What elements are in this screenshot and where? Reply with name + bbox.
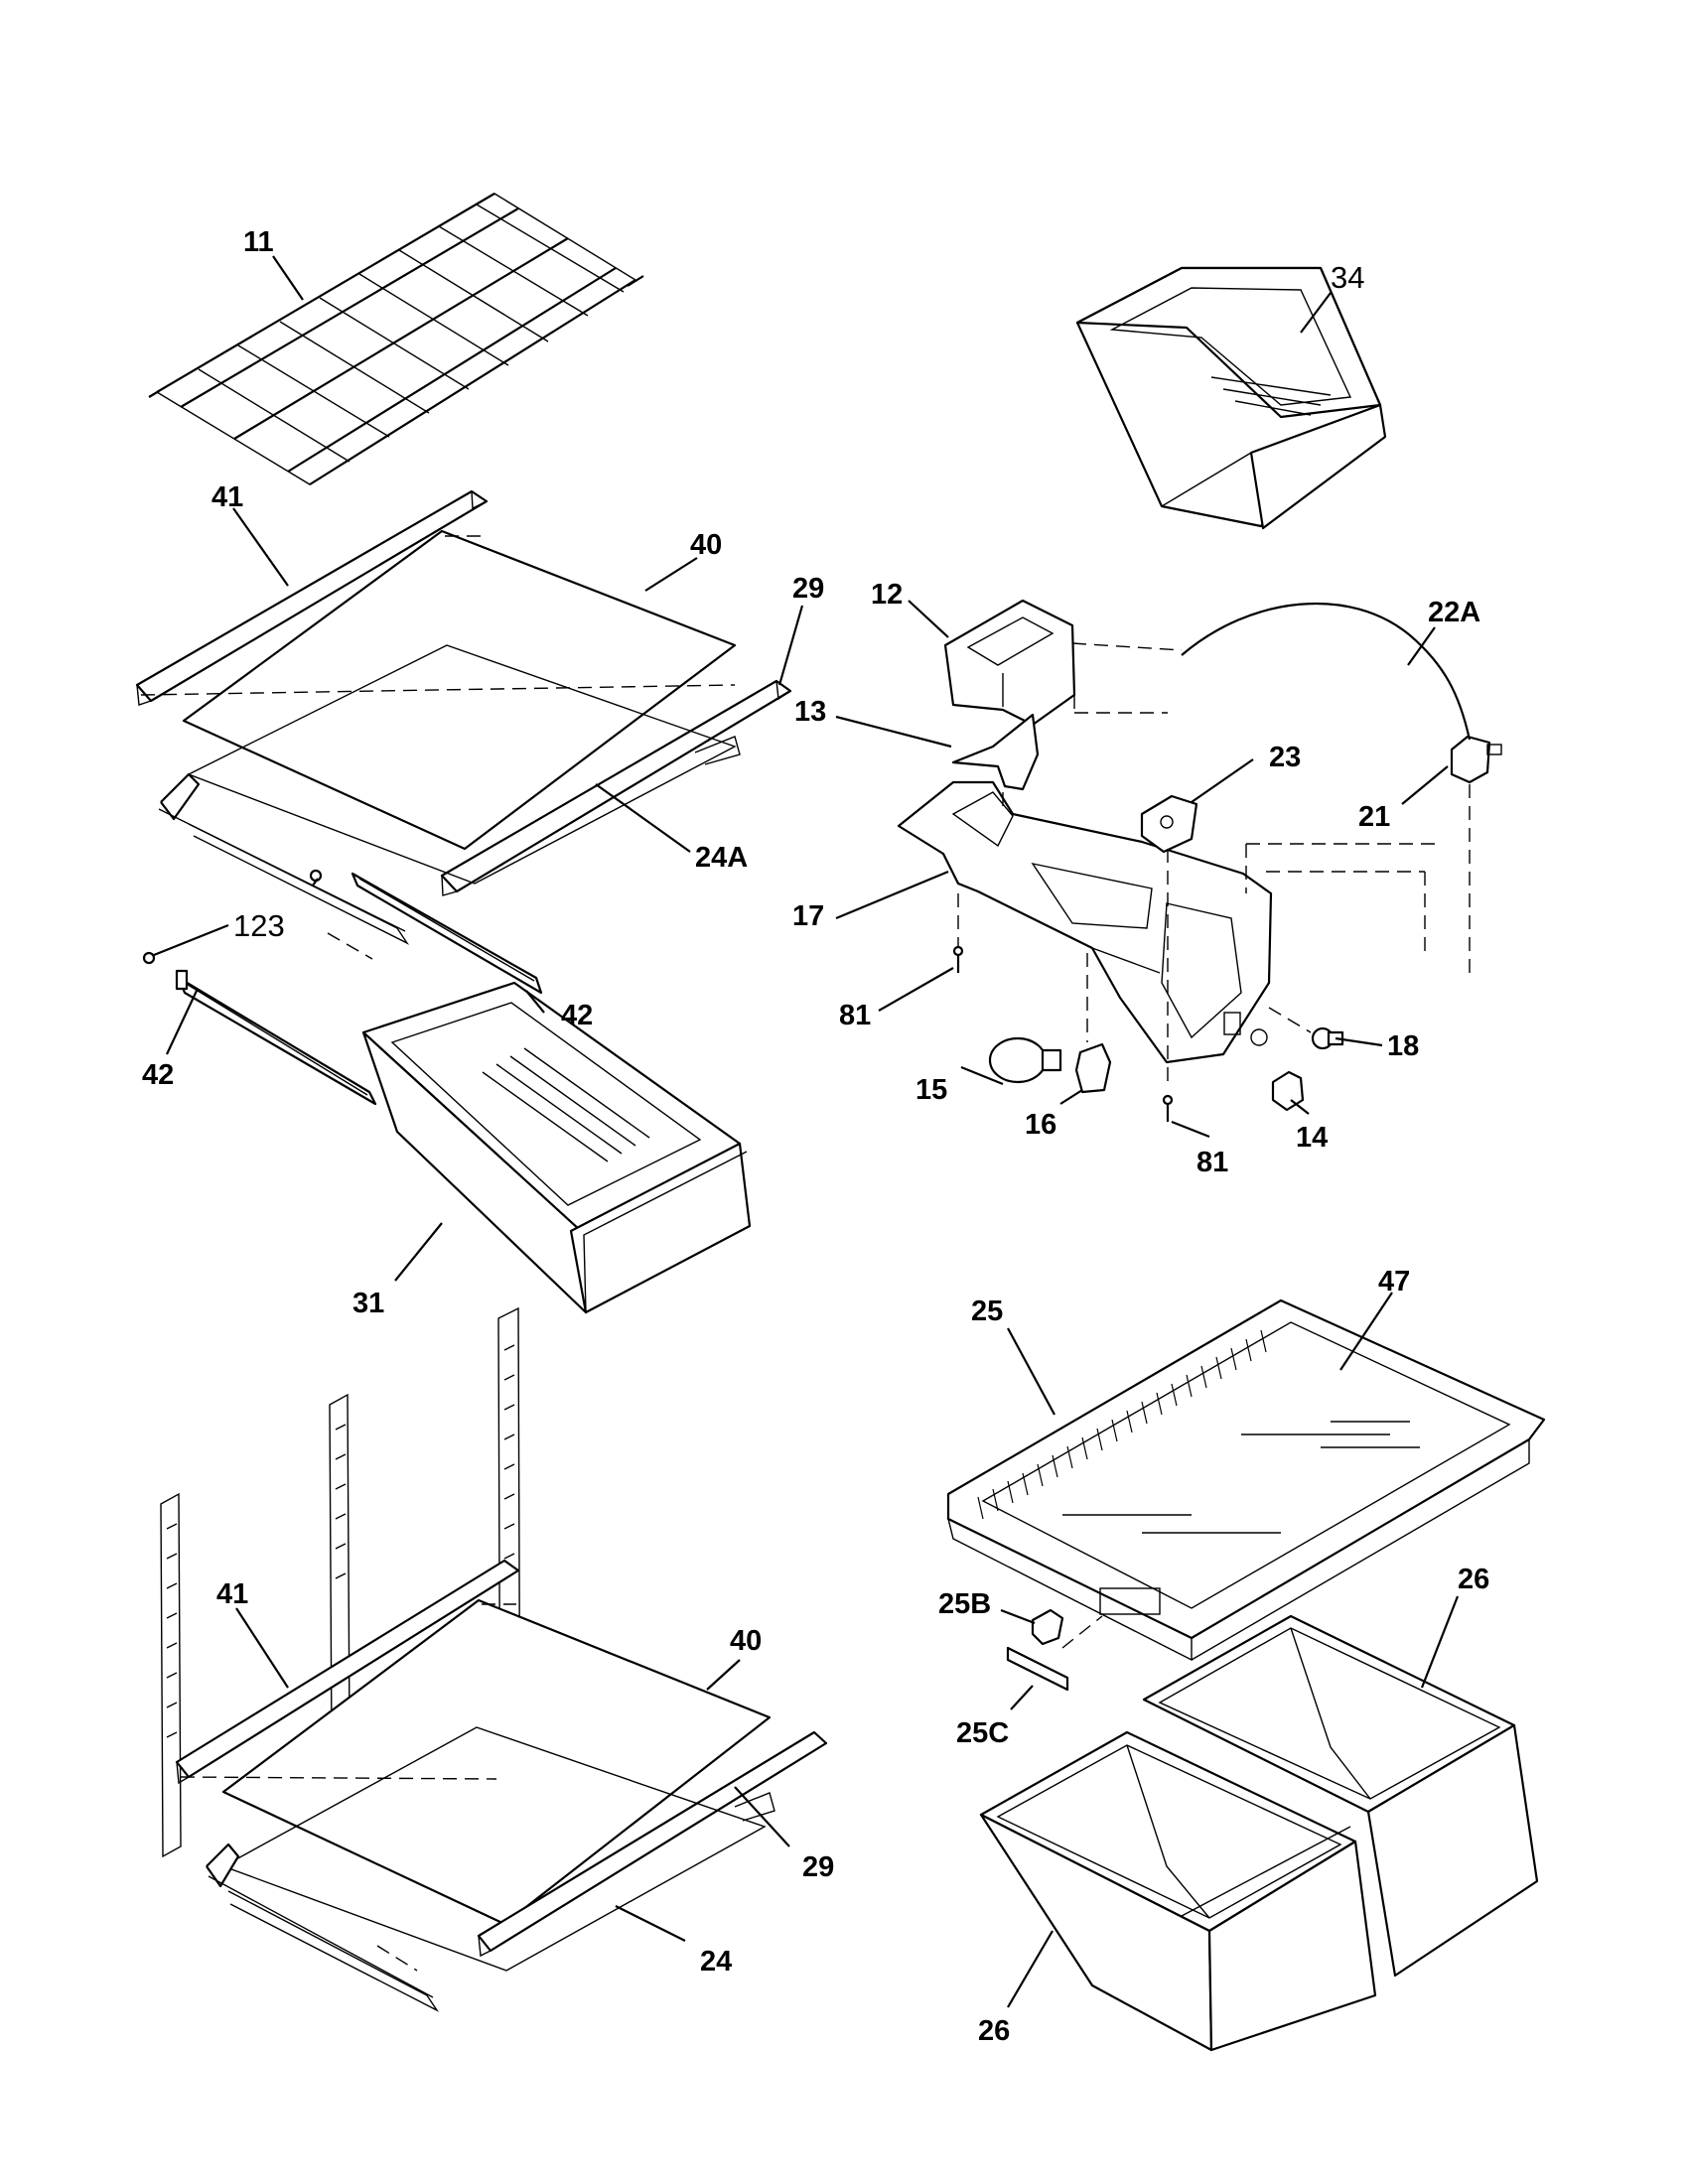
callout-123: 123 — [233, 908, 285, 943]
callout-25: 25 — [971, 1296, 1003, 1327]
guide-lines-upper — [140, 535, 736, 960]
callout-41-lower: 41 — [216, 1578, 248, 1610]
light-socket-16 — [1074, 1042, 1112, 1094]
callout-40-lower: 40 — [730, 1625, 762, 1657]
screw-81-b — [1162, 1094, 1174, 1122]
callout-23: 23 — [1269, 742, 1301, 773]
callout-18: 18 — [1387, 1030, 1419, 1062]
callout-31: 31 — [352, 1288, 384, 1319]
control-cover-12 — [943, 599, 1076, 727]
callouts: 11 34 41 40 29 12 22A 13 23 21 24A 17 12… — [142, 226, 1489, 2047]
callout-81-right: 81 — [1196, 1147, 1228, 1178]
crisper-cover-25 — [946, 1298, 1546, 1662]
callout-11: 11 — [243, 226, 274, 258]
bracket-25b — [1031, 1608, 1064, 1646]
screw-81-a — [952, 945, 964, 973]
callout-29-lower: 29 — [802, 1851, 834, 1883]
callout-24: 24 — [700, 1946, 732, 1978]
callout-13: 13 — [794, 696, 826, 728]
leader-lines — [153, 255, 1460, 2008]
crisper-bin-34 — [1075, 266, 1387, 530]
callout-81-left: 81 — [839, 1000, 871, 1031]
callout-40-upper: 40 — [690, 529, 722, 561]
bracket-25c — [1006, 1615, 1103, 1692]
callout-25c: 25C — [956, 1717, 1009, 1749]
callout-29-upper: 29 — [792, 573, 824, 605]
callout-16: 16 — [1025, 1109, 1056, 1141]
capillary-tube-22a — [1181, 602, 1472, 741]
guide-lines-control — [957, 642, 1471, 1082]
wire-shelf-11 — [148, 193, 644, 485]
housing-17 — [897, 780, 1273, 1064]
drawer-31 — [361, 981, 752, 1314]
callout-21: 21 — [1358, 801, 1390, 833]
air-deflector-13 — [951, 713, 1040, 791]
callout-41-upper: 41 — [211, 481, 243, 513]
screws-123 — [142, 869, 323, 965]
callout-25b: 25B — [938, 1588, 991, 1620]
light-bulb-15 — [988, 1036, 1062, 1084]
callout-14: 14 — [1296, 1122, 1328, 1154]
callout-26-front: 26 — [978, 2015, 1010, 2047]
callout-42-left: 42 — [142, 1059, 174, 1091]
crisper-pan-26-back — [1142, 1614, 1539, 1978]
shelf-rail-42 — [175, 969, 377, 1106]
callout-26-back: 26 — [1458, 1564, 1489, 1595]
callout-17: 17 — [792, 900, 824, 932]
callout-47: 47 — [1378, 1266, 1410, 1297]
callout-22a: 22A — [1428, 597, 1480, 628]
callout-34: 34 — [1331, 260, 1364, 295]
switch-14 — [1271, 1070, 1305, 1112]
crisper-pan-26-front — [979, 1730, 1377, 2052]
callout-12: 12 — [871, 579, 903, 611]
callout-42-right: 42 — [561, 1000, 593, 1031]
defrost-timer-23 — [1140, 794, 1198, 854]
glass-shelf-lower — [175, 1559, 828, 2012]
callout-24a: 24A — [695, 842, 748, 874]
thermostat-21 — [1450, 735, 1502, 784]
callout-15: 15 — [915, 1074, 947, 1106]
